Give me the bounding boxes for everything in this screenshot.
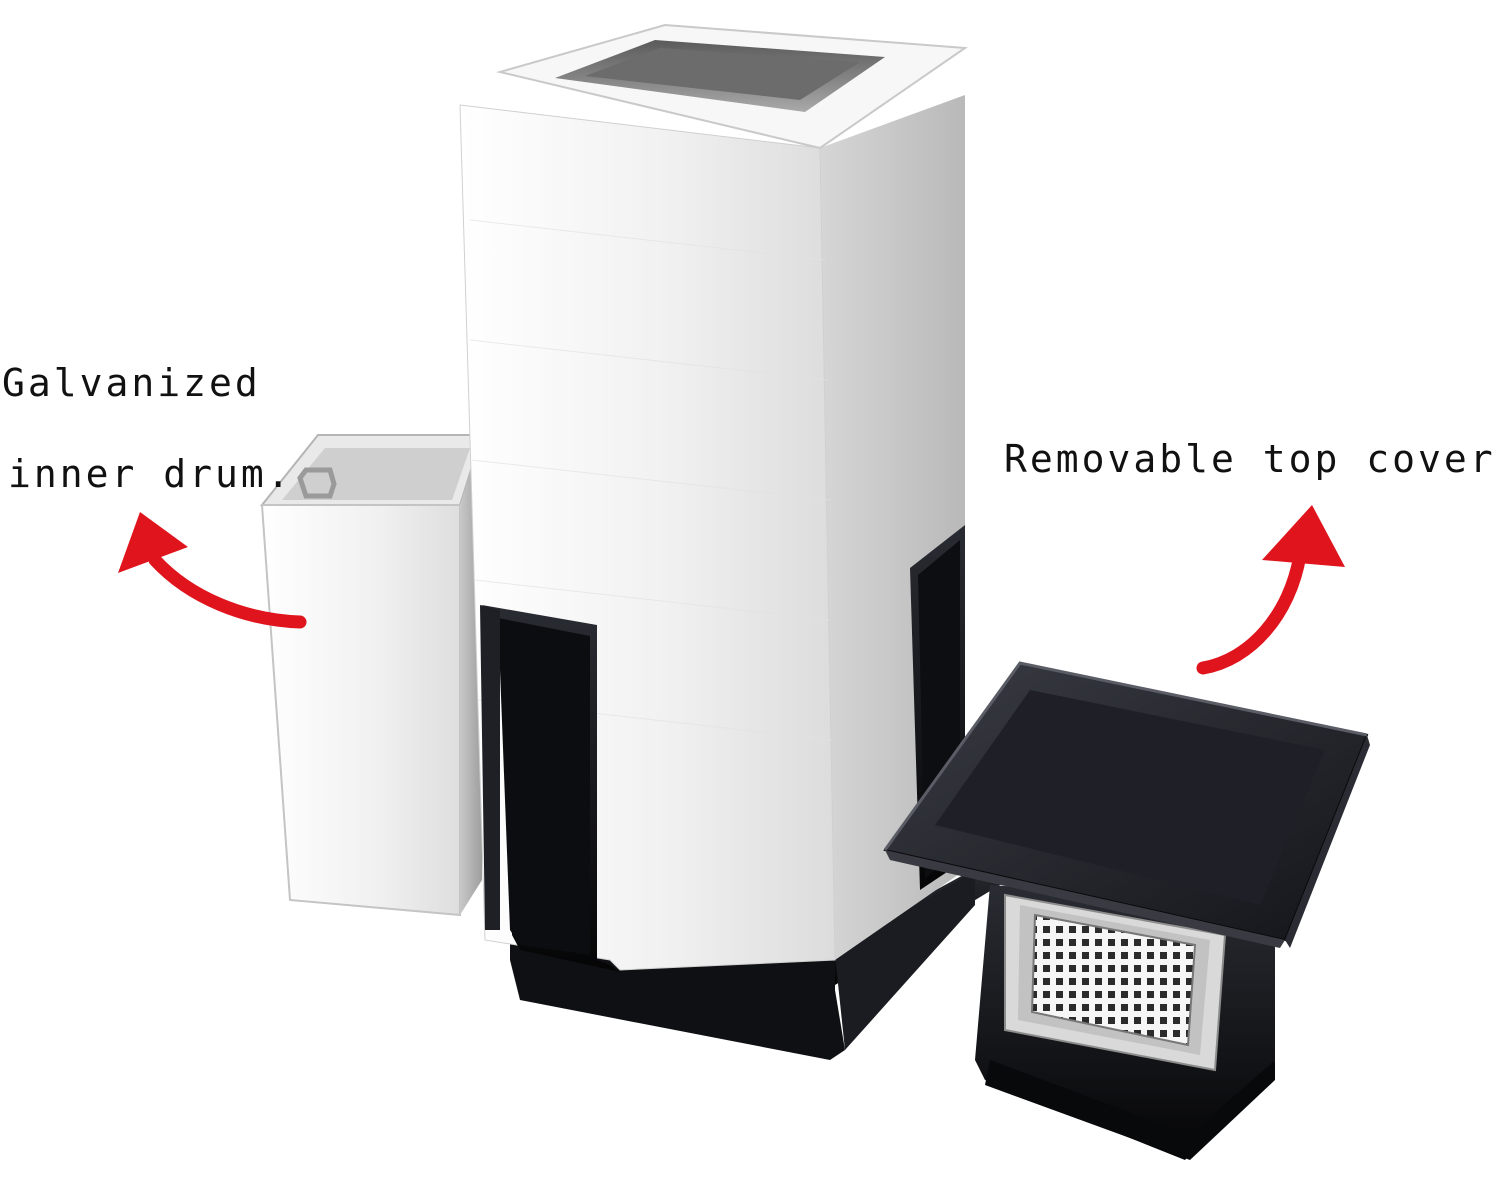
arrow-icon-right [1196,505,1345,675]
galvanized-inner-drum [259,434,484,917]
inner-drum-label-line2: inner drum. [8,452,293,496]
inner-drum-label-line1: Galvanized [2,361,261,405]
arrow-icon [118,512,307,629]
removable-top-cover [883,661,1370,1160]
top-cover-label: Removable top cover. [1004,437,1500,481]
main-bin-body [459,23,1000,1060]
